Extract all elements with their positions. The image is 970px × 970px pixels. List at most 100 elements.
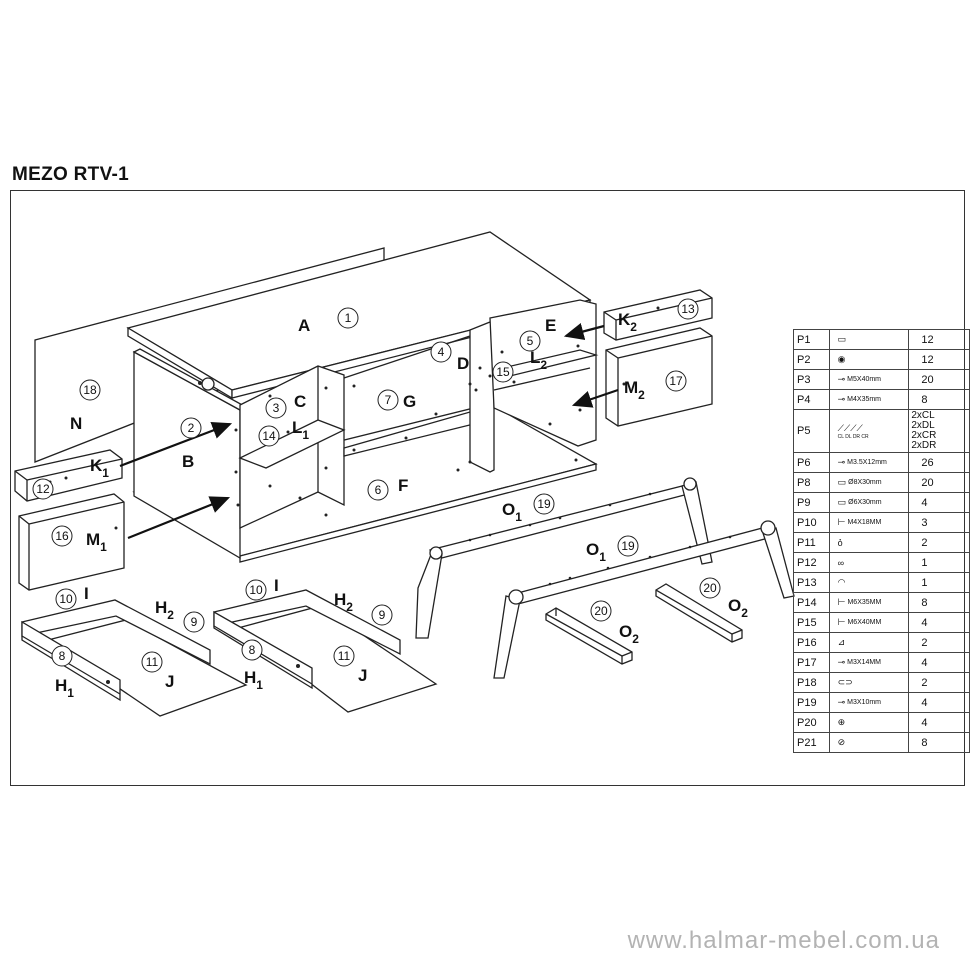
part-code: P3 — [793, 369, 830, 390]
bracket-icon: ⊿ — [837, 637, 846, 648]
rail-O2-a — [545, 607, 633, 665]
part-spec: M5X40mm — [847, 376, 882, 384]
part-picture: ⊢M6X35MM — [828, 592, 910, 613]
part-label-d: D — [457, 354, 470, 373]
connector-variant: 2xCR — [911, 430, 937, 441]
parts-row: P20⊕4 — [793, 712, 970, 733]
divider-D — [469, 321, 495, 473]
callout-number: 20 — [594, 604, 608, 618]
callout-number: 18 — [83, 383, 97, 397]
cap-icon: ỏ — [837, 537, 843, 548]
part-code: P12 — [793, 552, 830, 573]
part-code: P2 — [793, 349, 830, 370]
part-label-m2-subscript: 2 — [638, 388, 645, 402]
glide-icon: ⊕ — [837, 717, 846, 728]
part-label-l2: L2 — [530, 348, 548, 372]
part-label-h1b: H1 — [244, 668, 263, 692]
part-quantity: 2 — [908, 632, 970, 653]
rail-O2-b — [655, 583, 743, 643]
parts-row: P16⊿2 — [793, 632, 970, 653]
part-label-m1: M1 — [86, 530, 107, 554]
part-quantity: 8 — [908, 592, 970, 613]
callout-number: 4 — [437, 345, 445, 359]
part-quantity: 3 — [908, 512, 970, 533]
part-label-m2: M2 — [624, 378, 645, 402]
callout-number: 17 — [669, 374, 683, 388]
dowel-icon: ▭ — [837, 497, 847, 508]
part-picture: ⊂⊃ — [828, 672, 910, 693]
part-code: P10 — [793, 512, 830, 533]
part-label-l1: L1 — [292, 418, 310, 442]
part-quantity: 4 — [908, 652, 970, 673]
part-label-o2-subscript: 2 — [632, 632, 639, 646]
callout-number: 19 — [537, 497, 551, 511]
part-picture: ◠ — [828, 572, 910, 593]
part-quantity: 2 — [908, 532, 970, 553]
part-label-o1: O1 — [502, 500, 522, 524]
part-spec: M3X14MM — [847, 659, 882, 667]
part-quantity: 12 — [908, 329, 970, 350]
part-spec: M4X35mm — [847, 396, 882, 404]
callout-number: 12 — [36, 482, 50, 496]
part-label-k2: K2 — [618, 310, 637, 334]
part-code: P17 — [793, 652, 830, 673]
part-code: P15 — [793, 612, 830, 633]
connector-variant: 2xDR — [911, 440, 937, 451]
part-picture: ⊢M4X18MM — [828, 512, 910, 533]
part-quantity: 4 — [908, 612, 970, 633]
screw-icon: ⊸ — [837, 457, 846, 468]
part-code: P11 — [793, 532, 830, 553]
part-label-o2: O2 — [619, 622, 639, 646]
part-picture: ⊸M3X10mm — [828, 692, 910, 713]
part-quantity: 8 — [908, 732, 970, 753]
part-code: P1 — [793, 329, 830, 350]
parts-row: P18⊂⊃2 — [793, 672, 970, 693]
callout-number: 5 — [526, 334, 534, 348]
part-label-h2b: H2 — [334, 590, 353, 614]
part-code: P8 — [793, 472, 830, 493]
part-picture: ∞ — [828, 552, 910, 573]
part-quantity: 12 — [908, 349, 970, 370]
part-picture: ▭ — [828, 329, 910, 350]
part-label-e: E — [545, 316, 557, 335]
callout-number: 11 — [337, 649, 351, 663]
diagram-title: MEZO RTV-1 — [12, 164, 130, 185]
part-spec: M4X18MM — [847, 519, 882, 527]
parts-row: P21⊘8 — [793, 732, 970, 753]
parts-row: P12∞1 — [793, 552, 970, 573]
shelf-L1 — [238, 419, 346, 469]
part-label-i: I — [84, 584, 89, 603]
callout-number: 10 — [59, 592, 73, 606]
part-picture: ⊸M3.5X12mm — [828, 452, 910, 473]
callout-number: 20 — [703, 581, 717, 595]
cam-icon: ◉ — [837, 354, 846, 365]
part-spec: M3.5X12mm — [847, 459, 887, 467]
callout-number: 10 — [249, 583, 263, 597]
callout-number: 8 — [58, 649, 66, 663]
part-picture: ⊸M3X14MM — [828, 652, 910, 673]
part-spec: M3X10mm — [847, 699, 882, 707]
part-label-k1: K1 — [90, 456, 109, 480]
part-label-k1-subscript: 1 — [102, 466, 109, 480]
part-picture: ⊸M5X40mm — [828, 369, 910, 390]
part-label-l2-subscript: 2 — [540, 358, 548, 372]
bolt-icon: ⊢ — [837, 517, 846, 528]
part-label-c: C — [294, 392, 307, 411]
part-quantity: 2 — [908, 672, 970, 693]
part-label-o1b-subscript: 1 — [599, 550, 606, 564]
callout-number: 2 — [187, 421, 195, 435]
part-picture: ▭Ø8X30mm — [828, 472, 910, 493]
bolt-icon: ⊢ — [837, 617, 846, 628]
callout-number: 7 — [384, 393, 392, 407]
part-label-l1-subscript: 1 — [302, 428, 310, 442]
screw-icon: ⊸ — [837, 697, 846, 708]
dowel-icon: ▭ — [837, 334, 847, 345]
part-label-h2: H2 — [155, 598, 174, 622]
part-picture: ⊕ — [828, 712, 910, 733]
part-picture: ỏ — [828, 532, 910, 553]
